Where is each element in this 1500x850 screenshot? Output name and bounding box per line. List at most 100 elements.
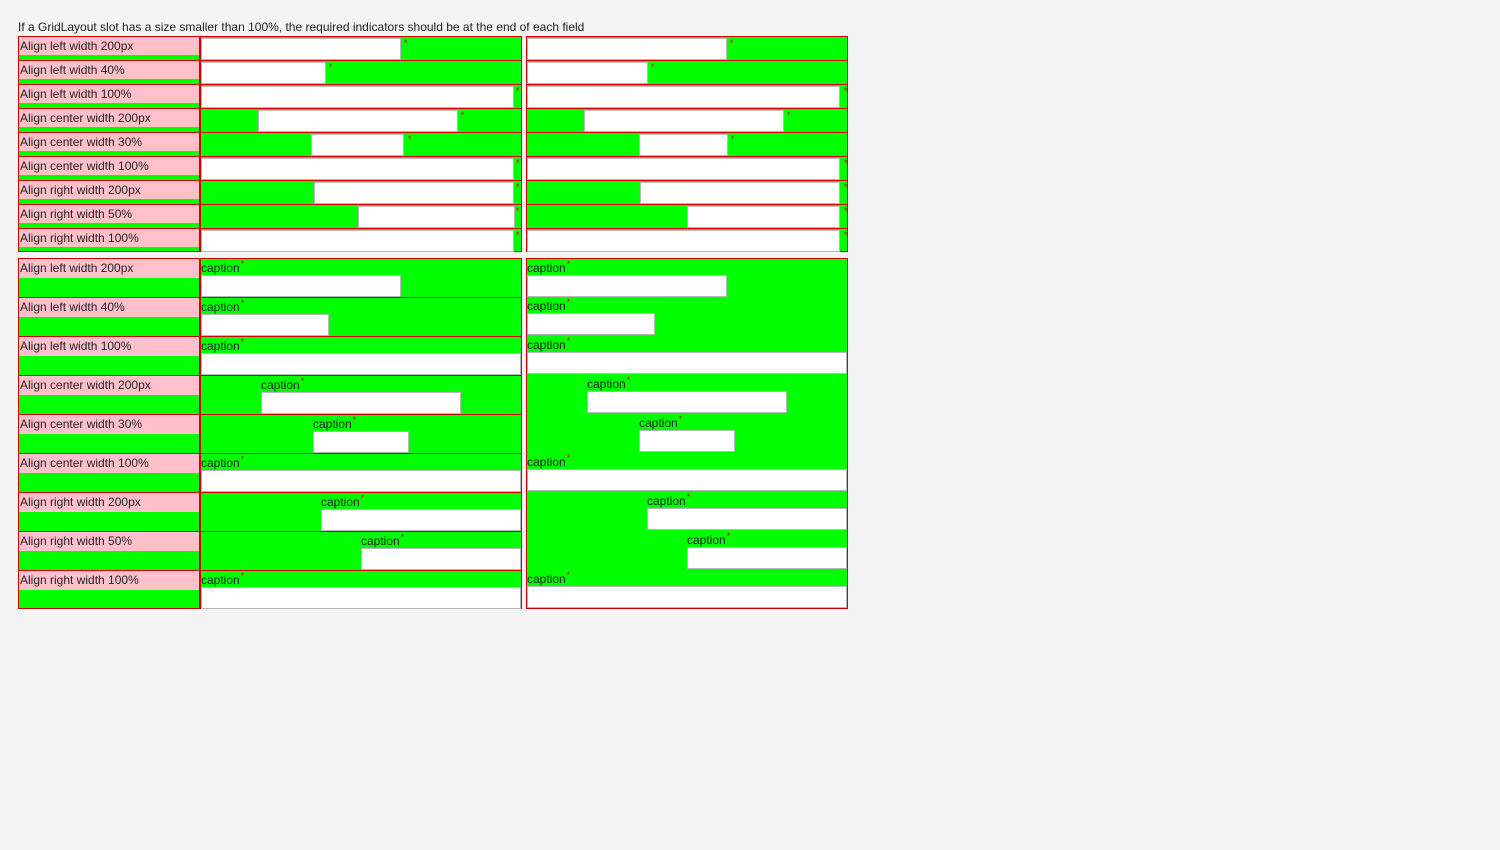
field-slot-right: * xyxy=(526,108,848,132)
text-field[interactable] xyxy=(647,508,847,530)
text-field[interactable] xyxy=(314,182,514,204)
text-field[interactable] xyxy=(201,158,514,180)
text-field[interactable] xyxy=(201,230,514,252)
field-caption: caption* xyxy=(261,377,304,393)
text-field[interactable] xyxy=(201,38,401,60)
caption-text: caption xyxy=(527,338,566,352)
required-indicator: * xyxy=(240,337,245,347)
required-indicator: * xyxy=(844,230,848,240)
text-field[interactable] xyxy=(587,391,787,413)
text-field[interactable] xyxy=(321,509,521,531)
field-slot-left: * xyxy=(200,36,522,60)
field-caption: caption* xyxy=(639,414,683,431)
required-indicator: * xyxy=(400,532,405,542)
grid-row: Align left width 40%** xyxy=(18,60,848,84)
field-caption: caption* xyxy=(201,572,244,588)
field-slot-right: * xyxy=(526,36,848,60)
caption-text: caption xyxy=(261,378,300,392)
text-field[interactable] xyxy=(201,353,521,375)
required-indicator: * xyxy=(686,492,691,502)
text-field[interactable] xyxy=(527,352,847,374)
field-slot-left: * xyxy=(200,84,522,108)
required-indicator: * xyxy=(626,375,631,385)
text-field[interactable] xyxy=(687,206,840,228)
row-label-slot: Align right width 200px xyxy=(18,492,200,531)
required-indicator: * xyxy=(566,453,571,463)
field-caption: caption* xyxy=(527,259,571,276)
field-caption: caption* xyxy=(527,298,570,314)
row-label: Align left width 100% xyxy=(19,337,199,356)
text-field[interactable] xyxy=(527,86,840,108)
text-field[interactable] xyxy=(584,110,784,132)
text-field[interactable] xyxy=(687,547,847,569)
row-label: Align right width 50% xyxy=(19,205,199,223)
text-field[interactable] xyxy=(201,470,521,492)
text-field[interactable] xyxy=(311,134,404,156)
field-slot-left: * xyxy=(200,180,522,204)
grid-row: Align right width 100%caption*caption* xyxy=(18,570,848,609)
required-indicator: * xyxy=(678,414,683,424)
row-label-slot: Align left width 100% xyxy=(18,336,200,375)
text-field[interactable] xyxy=(640,182,840,204)
field-caption: caption* xyxy=(361,532,405,549)
caption-text: caption xyxy=(201,339,240,353)
row-label-slot: Align right width 50% xyxy=(18,204,200,228)
caption-text: caption xyxy=(639,416,678,430)
row-label-slot: Align center width 30% xyxy=(18,132,200,156)
text-field[interactable] xyxy=(527,469,847,491)
row-label: Align center width 30% xyxy=(19,415,199,434)
field-slot-left: caption* xyxy=(200,375,522,414)
caption-text: caption xyxy=(527,299,566,313)
field-slot-right: * xyxy=(526,60,848,84)
row-label: Align right width 200px xyxy=(19,493,199,512)
text-field[interactable] xyxy=(201,62,326,84)
field-caption: caption* xyxy=(321,493,365,510)
text-field[interactable] xyxy=(527,38,727,60)
field-slot-left: caption* xyxy=(200,414,522,453)
text-field[interactable] xyxy=(201,314,329,336)
field-slot-left: * xyxy=(200,156,522,180)
row-label: Align center width 100% xyxy=(19,454,199,473)
row-label: Align center width 200px xyxy=(19,109,199,127)
text-field[interactable] xyxy=(313,431,409,453)
field-slot-right: * xyxy=(526,180,848,204)
text-field[interactable] xyxy=(361,548,521,570)
row-label: Align center width 200px xyxy=(19,376,199,395)
text-field[interactable] xyxy=(201,86,514,108)
text-field[interactable] xyxy=(261,392,461,414)
text-field[interactable] xyxy=(358,206,515,228)
grid-row: Align left width 100%** xyxy=(18,84,848,108)
required-indicator: * xyxy=(731,134,735,144)
text-field[interactable] xyxy=(527,275,727,297)
row-label-slot: Align center width 100% xyxy=(18,156,200,180)
text-field[interactable] xyxy=(527,230,840,252)
required-indicator: * xyxy=(566,259,571,269)
field-slot-left: caption* xyxy=(200,297,522,336)
field-caption: caption* xyxy=(201,337,245,354)
field-caption: caption* xyxy=(687,532,730,548)
text-field[interactable] xyxy=(639,134,728,156)
text-field[interactable] xyxy=(201,275,401,297)
field-slot-right: caption* xyxy=(526,375,848,414)
grid-row: Align right width 100%** xyxy=(18,228,848,252)
required-indicator: * xyxy=(408,134,412,144)
required-indicator: * xyxy=(516,158,520,168)
text-field[interactable] xyxy=(527,586,847,608)
text-field[interactable] xyxy=(527,158,840,180)
required-indicator: * xyxy=(360,493,365,503)
text-field[interactable] xyxy=(527,313,655,335)
row-label-slot: Align left width 40% xyxy=(18,297,200,336)
required-indicator: * xyxy=(844,206,848,216)
field-slot-left: * xyxy=(200,60,522,84)
field-caption: caption* xyxy=(313,416,356,432)
field-slot-right: * xyxy=(526,156,848,180)
row-label-slot: Align left width 200px xyxy=(18,36,200,60)
row-label: Align center width 100% xyxy=(19,157,199,175)
grid-row: Align right width 200px** xyxy=(18,180,848,204)
text-field[interactable] xyxy=(527,62,648,84)
text-field[interactable] xyxy=(201,587,521,609)
text-field[interactable] xyxy=(258,110,458,132)
text-field[interactable] xyxy=(639,430,735,452)
field-slot-right: caption* xyxy=(526,297,848,336)
required-indicator: * xyxy=(566,570,571,580)
